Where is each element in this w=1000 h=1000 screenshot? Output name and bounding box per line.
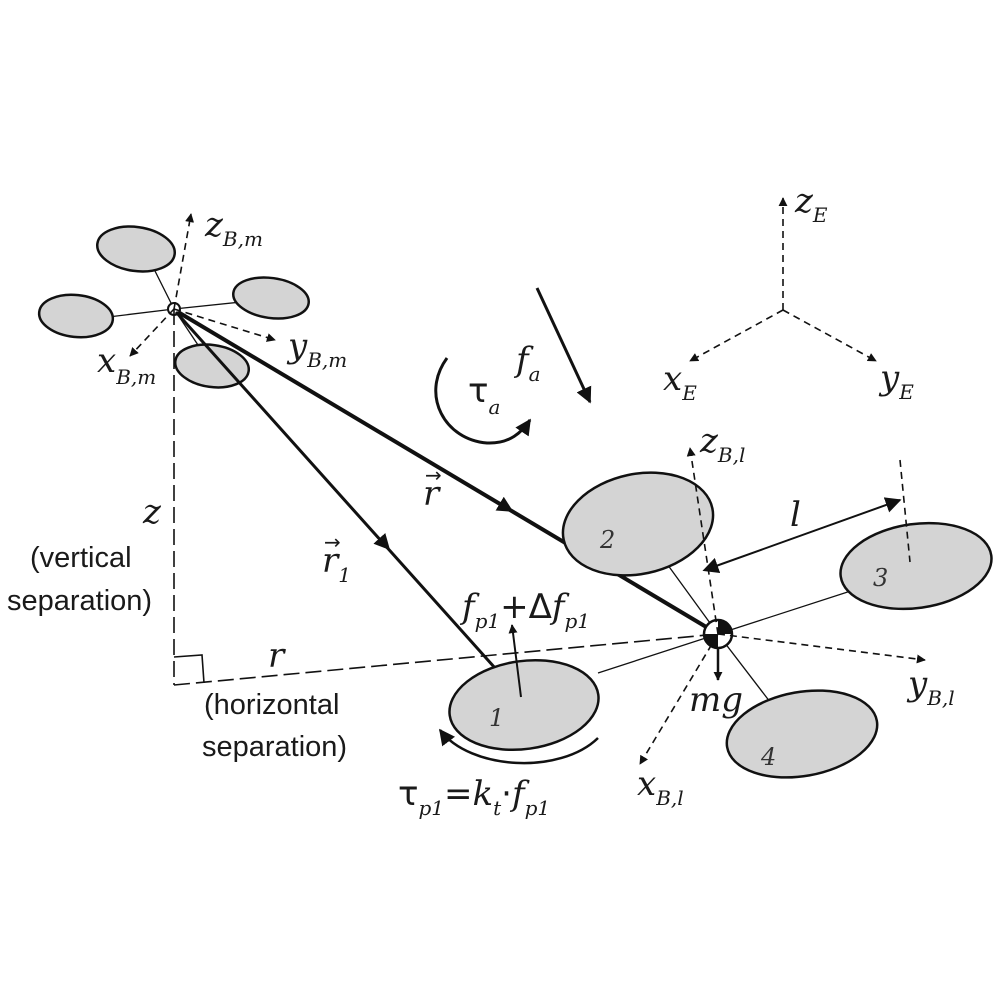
load-quadrotor: [439, 447, 993, 779]
propeller-number: 2: [599, 526, 615, 554]
r-vector-line: [176, 310, 720, 636]
prop-torque-arrow: [439, 728, 599, 765]
leader-quadrotor: [37, 213, 310, 389]
r1-vector-line: [174, 310, 523, 699]
aero-force-arrow: [535, 287, 592, 404]
arm-length-guide: [899, 459, 911, 563]
right-angle-marker: [173, 654, 205, 684]
vertical-separation-text: (vertical: [30, 542, 132, 574]
r-vector-label: r: [423, 474, 441, 514]
propeller-number: 4: [760, 743, 776, 771]
vector-accent: →: [324, 530, 341, 554]
leader-propeller: [232, 276, 310, 320]
arm-length-label: l: [790, 495, 801, 535]
load-x-axis-label: xB,l: [637, 764, 684, 810]
vertical-separation-text: separation): [7, 585, 152, 617]
leader-y-axis-label: yB,m: [286, 326, 347, 372]
aero-torque-arrow: [434, 357, 532, 445]
aero-torque-label: τa: [468, 371, 500, 419]
leader-propeller: [96, 225, 176, 273]
thrust-label: fp1+Δfp1: [459, 587, 590, 633]
earth-x-axis: [689, 309, 784, 362]
propeller-number: 3: [873, 564, 888, 592]
arm-length-arrow: [702, 497, 902, 573]
vector-accent: →: [425, 463, 442, 487]
leader-propeller: [173, 343, 251, 389]
load-arm-3: [717, 587, 861, 635]
propeller-3: [839, 521, 993, 611]
aero-force-label: fa: [513, 340, 541, 386]
leader-z-axis: [173, 213, 195, 310]
leader-y-axis: [173, 308, 276, 342]
prop-torque-label: τp1=kt·fp1: [398, 774, 550, 820]
load-z-axis-label: zB,l: [699, 421, 745, 467]
r1-vector-label: r1: [322, 541, 351, 587]
horizontal-separation-text: (horizontal: [204, 689, 339, 721]
load-x-axis: [639, 633, 719, 765]
r-separation-label: r: [268, 636, 286, 676]
propeller-number: 1: [489, 704, 504, 732]
horizontal-separation-text: separation): [202, 731, 347, 763]
com-quadrant: [718, 620, 732, 634]
propeller-1: [448, 658, 600, 752]
earth-y-axis-label: yE: [878, 358, 914, 404]
thrust-arrow: [508, 624, 522, 698]
load-y-axis: [717, 633, 926, 664]
load-y-axis-label: yB,l: [906, 664, 955, 710]
propeller-4: [725, 689, 879, 779]
earth-z-axis-label: zE: [794, 181, 828, 227]
earth-frame: [689, 197, 877, 362]
leader-x-axis-label: xB,m: [97, 341, 156, 389]
horizontal-separation-line: [173, 633, 719, 686]
earth-x-axis-label: xE: [663, 359, 697, 405]
z-separation-label: z: [142, 492, 162, 532]
propeller-2: [561, 471, 715, 577]
earth-y-axis: [782, 309, 877, 362]
load-arm-1: [597, 633, 719, 674]
leader-propeller: [37, 293, 115, 339]
leader-z-axis-label: zB,m: [204, 205, 263, 251]
gravity-label: mg: [689, 680, 743, 720]
leader-x-axis: [129, 308, 175, 357]
load-z-axis: [686, 447, 719, 635]
com-quadrant: [704, 634, 718, 648]
